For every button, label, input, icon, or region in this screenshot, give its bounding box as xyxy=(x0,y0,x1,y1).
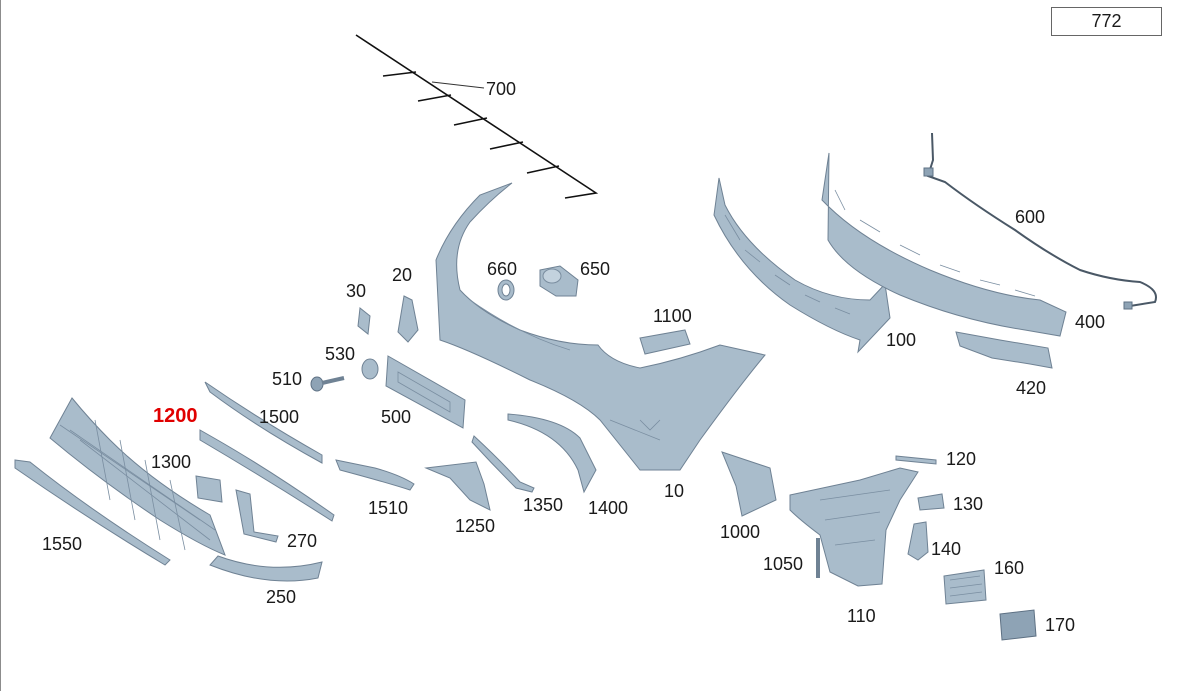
callout-1200-highlighted[interactable]: 1200 xyxy=(153,405,198,427)
callout-420[interactable]: 420 xyxy=(1016,378,1047,398)
callout-1550[interactable]: 1550 xyxy=(42,534,83,554)
part-1550-lip[interactable] xyxy=(14,459,171,566)
callout-400[interactable]: 400 xyxy=(1075,312,1106,332)
part-10-bumper-cover[interactable] xyxy=(435,182,766,471)
part-100-bracket[interactable] xyxy=(713,177,891,354)
callout-1510[interactable]: 1510 xyxy=(368,498,409,518)
callout-1500[interactable]: 1500 xyxy=(259,407,300,427)
part-660-ring[interactable] xyxy=(497,279,515,301)
part-250-spoiler[interactable] xyxy=(209,555,323,582)
part-500-plate-base[interactable] xyxy=(385,355,466,429)
callout-250[interactable]: 250 xyxy=(266,587,297,607)
callout-110[interactable]: 110 xyxy=(847,606,876,626)
callout-530[interactable]: 530 xyxy=(325,344,356,364)
callout-10[interactable]: 10 xyxy=(664,481,685,501)
callout-100[interactable]: 100 xyxy=(886,330,917,350)
callout-1100[interactable]: 1100 xyxy=(653,306,692,326)
callout-660[interactable]: 660 xyxy=(487,259,518,279)
callout-1350[interactable]: 1350 xyxy=(523,495,564,515)
callout-30[interactable]: 30 xyxy=(346,281,367,301)
callout-700[interactable]: 700 xyxy=(486,79,517,99)
part-30-clip[interactable] xyxy=(357,307,371,335)
part-510-screw[interactable] xyxy=(310,376,345,392)
part-1250-flap[interactable] xyxy=(424,461,491,511)
callout-1050[interactable]: 1050 xyxy=(763,554,804,574)
part-160-grille-insert[interactable] xyxy=(943,569,987,605)
diagram-number-box: 772 xyxy=(1051,7,1162,36)
part-1500-strip[interactable] xyxy=(204,381,323,464)
part-1100-module[interactable] xyxy=(639,329,691,355)
callout-500[interactable]: 500 xyxy=(381,407,412,427)
part-420-bracket[interactable] xyxy=(955,331,1053,369)
part-530-grommet[interactable] xyxy=(361,358,379,380)
callout-510[interactable]: 510 xyxy=(272,369,303,389)
callout-1400[interactable]: 1400 xyxy=(588,498,629,518)
callout-20[interactable]: 20 xyxy=(392,265,413,285)
part-1350-strip[interactable] xyxy=(471,435,535,493)
part-110-frame[interactable] xyxy=(789,467,919,587)
part-600-harness[interactable] xyxy=(923,132,1157,310)
callout-270[interactable]: 270 xyxy=(287,531,318,551)
callout-650[interactable]: 650 xyxy=(580,259,611,279)
part-650-sensor[interactable] xyxy=(539,265,579,297)
frame-border xyxy=(0,0,1,691)
callout-1250[interactable]: 1250 xyxy=(455,516,496,536)
part-140-sensor-holder[interactable] xyxy=(907,521,929,561)
callout-1300[interactable]: 1300 xyxy=(151,452,192,472)
part-1200-grille[interactable] xyxy=(49,397,226,556)
callout-160[interactable]: 160 xyxy=(994,558,1025,578)
callout-140[interactable]: 140 xyxy=(931,539,962,559)
part-1000-cover[interactable] xyxy=(721,451,777,517)
callout-120[interactable]: 120 xyxy=(946,449,977,469)
part-1300-trim[interactable] xyxy=(199,429,335,522)
part-1510-trim[interactable] xyxy=(335,459,415,491)
callout-170[interactable]: 170 xyxy=(1045,615,1076,635)
callout-1000[interactable]: 1000 xyxy=(720,522,761,542)
part-120-strip[interactable] xyxy=(895,455,937,465)
callout-130[interactable]: 130 xyxy=(953,494,984,514)
part-700-graphic[interactable] xyxy=(355,34,599,199)
part-20-clip[interactable] xyxy=(397,295,419,343)
part-270-brackets[interactable] xyxy=(195,475,279,543)
part-130-clip[interactable] xyxy=(917,493,945,511)
part-400-absorber[interactable] xyxy=(821,152,1067,337)
callout-600[interactable]: 600 xyxy=(1015,207,1046,227)
part-170-cap[interactable] xyxy=(999,609,1037,641)
part-1400-trim[interactable] xyxy=(507,413,597,494)
